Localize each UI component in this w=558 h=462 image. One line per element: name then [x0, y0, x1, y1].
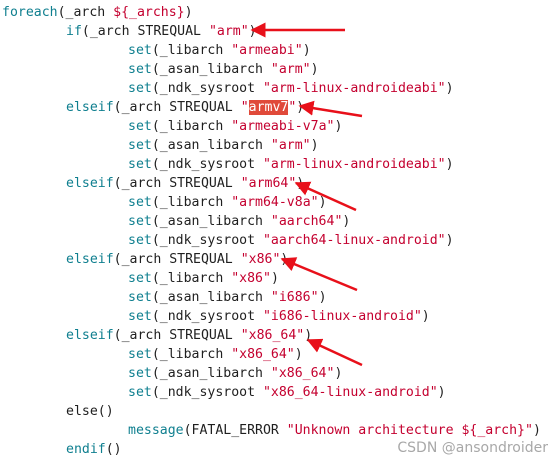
code-line: set(_asan_libarch "arm"): [128, 138, 319, 153]
code-line: set(_ndk_sysroot "i686-linux-android"): [128, 309, 430, 324]
code-line: endif(): [66, 442, 122, 457]
code-line: set(_ndk_sysroot "aarch64-linux-android"…: [128, 233, 454, 248]
code-line: set(_libarch "x86"): [128, 271, 279, 286]
code-line: set(_libarch "armeabi"): [128, 43, 311, 58]
watermark: CSDN @ansondroider: [397, 440, 548, 456]
code-line: set(_asan_libarch "arm"): [128, 62, 319, 77]
code-line: set(_libarch "arm64-v8a"): [128, 195, 327, 210]
annotation-arrow: [280, 257, 358, 292]
code-line: elseif(_arch STREQUAL "armv7"): [66, 100, 305, 115]
code-line: set(_libarch "armeabi-v7a"): [128, 119, 343, 134]
code-line: set(_ndk_sysroot "arm-linux-androideabi"…: [128, 81, 454, 96]
annotation-arrow: [298, 100, 363, 118]
code-line: set(_libarch "x86_64"): [128, 347, 303, 362]
code-line: elseif(_arch STREQUAL "x86_64"): [66, 328, 313, 343]
code-line: set(_asan_libarch "aarch64"): [128, 214, 351, 229]
highlighted-text: armv7: [248, 100, 289, 115]
code-line: foreach(_arch ${_archs}): [2, 5, 193, 20]
code-line: else(): [66, 404, 114, 419]
code-line: set(_ndk_sysroot "x86_64-linux-android"): [128, 385, 446, 400]
code-line: set(_ndk_sysroot "arm-linux-androideabi"…: [128, 157, 454, 172]
code-line: set(_asan_libarch "x86_64"): [128, 366, 343, 381]
code-line: set(_asan_libarch "i686"): [128, 290, 327, 305]
annotation-arrow: [306, 338, 363, 367]
code-line: message(FATAL_ERROR "Unknown architectur…: [128, 423, 541, 438]
annotation-arrow: [294, 181, 357, 212]
